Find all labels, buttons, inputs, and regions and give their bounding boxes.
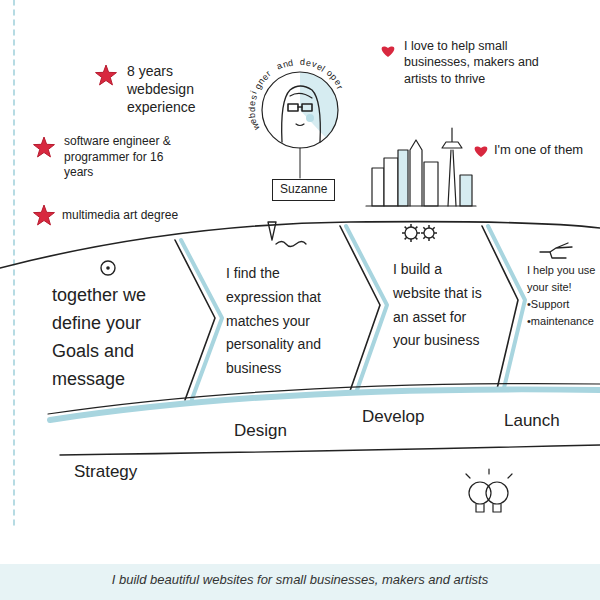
step-text: I find the expression that matches your … [226, 262, 344, 381]
experience-note: software engineer & programmer for 16 ye… [64, 134, 182, 181]
road-edge [60, 445, 600, 455]
stage-name: Strategy [74, 461, 137, 483]
stage-name: Launch [504, 410, 560, 432]
heart-bullet [382, 47, 395, 57]
sketch-stroke [417, 232, 420, 234]
bulb-icon [466, 469, 512, 512]
bullet-item: •Support [527, 296, 596, 313]
process-step: together we define your Goals and messag… [52, 282, 174, 394]
city-skyline [366, 128, 476, 206]
experience-note: 8 years webdesign experience [127, 62, 219, 117]
sketch-stroke [486, 482, 508, 504]
gear-icon [402, 224, 420, 242]
caption-band [0, 564, 600, 600]
sketch-stroke [433, 227, 435, 229]
portrait-glasses [298, 106, 302, 107]
heart-note: I love to help small businesses, makers … [404, 38, 544, 87]
step-text: I help you use your site! [527, 262, 596, 296]
hand-icon [540, 243, 572, 258]
sketch-stroke [428, 225, 430, 228]
portrait-circle [262, 72, 338, 148]
star-bullet [96, 65, 117, 85]
heart-bullet [475, 147, 488, 157]
target-icon [101, 261, 115, 275]
sketch-stroke [366, 205, 476, 206]
sketch-stroke [405, 237, 407, 239]
sketch-stroke [384, 158, 398, 206]
sketch-stroke [421, 232, 424, 234]
process-step: I help you use your site!•Support•mainte… [527, 262, 596, 330]
sketch-stroke [410, 140, 422, 206]
portrait-hair [290, 93, 312, 98]
sketch-stroke [415, 227, 417, 229]
pen-icon [268, 222, 276, 240]
name-tag: Suzanne [272, 179, 335, 201]
sketch-stroke [398, 150, 408, 206]
dashed-rule [13, 0, 15, 526]
portrait-glasses [302, 104, 312, 111]
heart-note: I'm one of them [494, 142, 583, 159]
sketch-stroke [424, 228, 434, 238]
sketch-stroke [402, 232, 405, 234]
sketch-stroke [428, 238, 430, 241]
gear-icon [421, 225, 437, 241]
sketch-stroke [442, 128, 462, 206]
sketch-stroke [423, 237, 425, 239]
sketch-stroke [410, 224, 412, 227]
sketch-stroke [476, 504, 501, 512]
process-step: I build a website that is an asset for y… [393, 258, 489, 353]
sketch-stroke [469, 482, 491, 504]
role-title: webdesigner and developer [245, 55, 355, 165]
stage-name: Develop [362, 406, 424, 428]
chevron [175, 240, 215, 400]
step-text: together we define your Goals and messag… [52, 282, 174, 394]
experience-note: multimedia art degree [62, 208, 178, 224]
target-icon [106, 266, 110, 270]
tag-string [300, 148, 301, 178]
portrait-mouth [296, 124, 304, 126]
stage-name: Design [234, 420, 287, 442]
chevron [482, 226, 518, 389]
step-text: I build a website that is an asset for y… [393, 258, 489, 353]
sketch-stroke [410, 239, 412, 242]
sketch-stroke [405, 227, 407, 229]
caption: I build beautiful websites for small bus… [0, 572, 600, 589]
star-bullet [34, 205, 55, 225]
step-text: Suzanne [280, 182, 327, 198]
sketch-stroke [402, 224, 437, 242]
sketch-stroke [372, 168, 384, 206]
process-step: I find the expression that matches your … [226, 262, 344, 381]
star-bullet [34, 137, 55, 157]
bullet-item: •maintenance [527, 313, 596, 330]
pen-icon [276, 242, 306, 247]
sketch-stroke [433, 237, 435, 239]
sketch-stroke [405, 227, 417, 239]
road-edge [0, 222, 600, 268]
sketch-stroke [423, 227, 425, 229]
sketch-stroke [434, 232, 437, 234]
sketch-stroke [466, 469, 512, 478]
portrait-hair [282, 86, 321, 142]
sketch-stroke [424, 162, 438, 206]
road-edge [48, 384, 600, 414]
sketch-stroke [415, 237, 417, 239]
chevron [340, 226, 380, 391]
portrait-cheek [306, 114, 314, 122]
sketch-stroke [460, 175, 472, 206]
portrait-glasses [288, 104, 298, 111]
